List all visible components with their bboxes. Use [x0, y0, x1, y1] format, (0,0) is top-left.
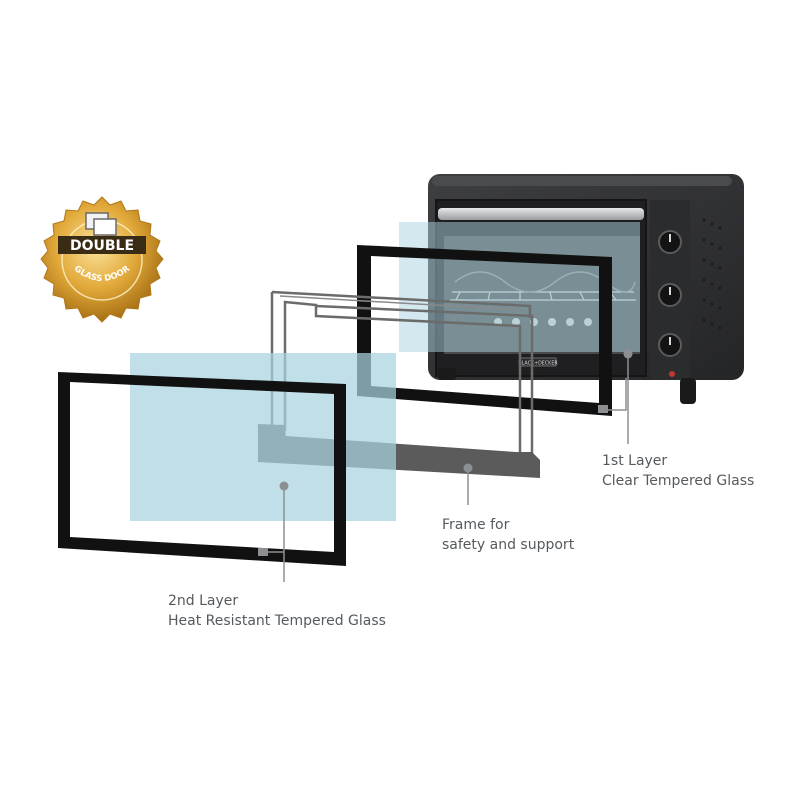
leader-first-layer [598, 349, 633, 444]
leader-second-layer [258, 481, 289, 582]
badge-seal [40, 196, 164, 323]
callout-second-layer: 2nd Layer Heat Resistant Tempered Glass [168, 591, 386, 631]
callout-frame-desc: safety and support [442, 537, 575, 553]
oven-foot-right [680, 378, 696, 404]
brand-name: BLACK+DECKER [518, 361, 558, 367]
power-indicator-light [669, 371, 675, 377]
callout-first-layer: 1st Layer Clear Tempered Glass [602, 451, 754, 491]
function-knob [658, 283, 682, 307]
leader-frame [463, 463, 473, 505]
badge-ribbon [58, 236, 146, 254]
callout-second-layer-title: 2nd Layer [168, 593, 239, 609]
callout-first-layer-title: 1st Layer [602, 453, 668, 469]
timer-knob [658, 333, 682, 357]
callout-frame-title: Frame for [442, 517, 510, 533]
second-layer-frame [58, 372, 346, 566]
oven-vents [702, 218, 722, 330]
badge-title: DOUBLE [70, 238, 134, 254]
callout-first-layer-desc: Clear Tempered Glass [602, 473, 755, 489]
callout-second-layer-desc: Heat Resistant Tempered Glass [168, 613, 386, 629]
double-window-icon [85, 212, 117, 236]
double-glass-door-badge: DOUBLE GLASS DOOR [40, 196, 164, 323]
support-wire-inner [279, 295, 521, 311]
first-layer-frame [357, 245, 612, 416]
oven-handle [438, 208, 644, 220]
temperature-knob [658, 230, 682, 254]
callout-frame: Frame for safety and support [442, 515, 574, 555]
oven-foot-left [438, 368, 456, 380]
